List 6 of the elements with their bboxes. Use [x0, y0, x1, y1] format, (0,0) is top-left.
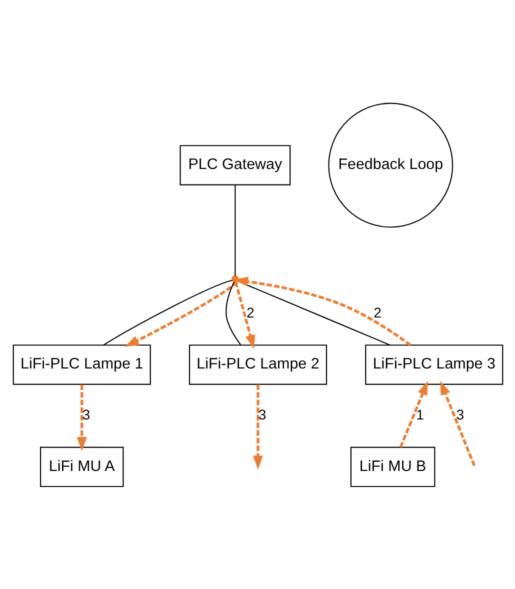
edge-label: 3	[456, 406, 464, 422]
edge-label: 2	[246, 304, 254, 320]
edge-label: 3	[82, 406, 90, 422]
edge-label: 1	[416, 406, 424, 422]
edge-label: 3	[258, 406, 266, 422]
edge-label: 2	[373, 304, 382, 320]
